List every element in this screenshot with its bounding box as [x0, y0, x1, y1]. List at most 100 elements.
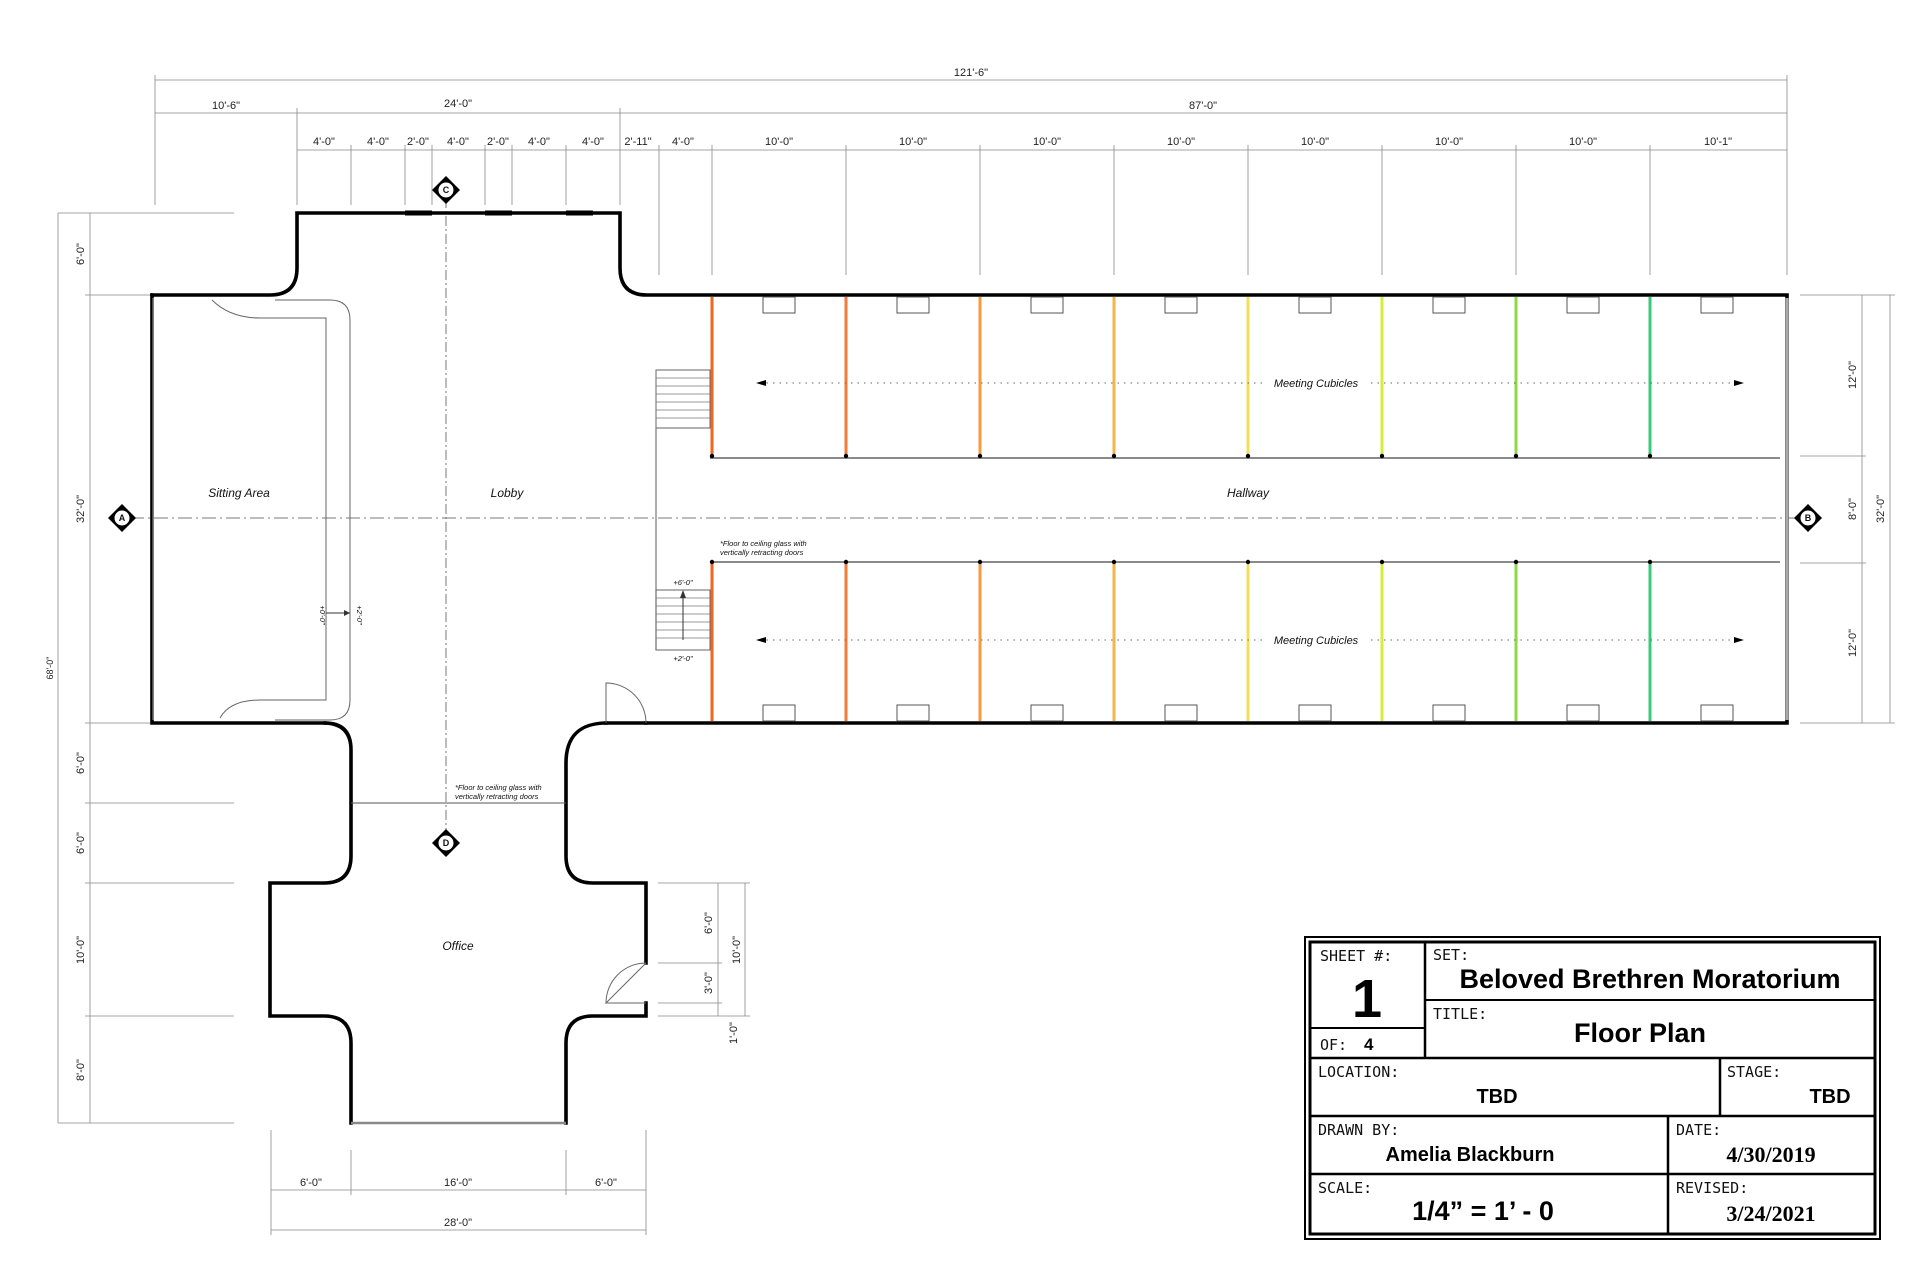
tb-scale-value: 1/4” = 1’ - 0	[1412, 1196, 1554, 1226]
dim-lobby-width: 24'-0"	[444, 98, 472, 110]
dim-right-seg-7: 10'-0"	[1301, 136, 1329, 148]
room-office: Office	[442, 939, 474, 953]
stairs-upper	[655, 369, 711, 429]
room-cubicles-top: Meeting Cubicles	[1274, 378, 1359, 390]
partition-post	[843, 453, 849, 459]
cubicle-seat-bottom-3	[1030, 704, 1064, 722]
dim-office-3: 3'-0"	[703, 972, 715, 994]
tb-stage-value: TBD	[1809, 1086, 1850, 1108]
exterior-walls	[150, 211, 1789, 1125]
room-lobby: Lobby	[491, 486, 525, 500]
note-office-glass-1: *Floor to ceiling glass with	[455, 783, 542, 792]
room-cubicles-bottom: Meeting Cubicles	[1274, 635, 1359, 647]
partition-post	[843, 559, 849, 565]
dim-right-seg-3: 10'-0"	[765, 136, 793, 148]
dim-bottom-seg-2: 16'-0"	[444, 1177, 472, 1189]
cubicle-seat-top-3	[1030, 296, 1064, 314]
dim-right-seg-9: 10'-0"	[1569, 136, 1597, 148]
dim-bottom-seg-3: 6'-0"	[595, 1177, 617, 1189]
dim-office-6: 6'-0"	[703, 912, 715, 934]
partition-post	[1647, 559, 1653, 565]
tb-of-number: 4	[1364, 1035, 1374, 1054]
dim-left-overall: 68'-0"	[45, 657, 55, 680]
tb-set-value: Beloved Brethren Moratorium	[1459, 964, 1840, 994]
ramp-level-a: +0'-0"	[318, 605, 327, 625]
section-lines	[130, 198, 1800, 843]
tb-revised-label: REVISED:	[1676, 1179, 1748, 1197]
room-hallway: Hallway	[1227, 486, 1270, 500]
cubicle-seat-top-2	[896, 296, 930, 314]
stairs-lower: +6'-0" +2'-0"	[655, 578, 711, 663]
dim-lobby-seg-2: 4'-0"	[367, 136, 389, 148]
tb-revised-value: 3/24/2021	[1726, 1201, 1815, 1226]
section-marker-a: A	[108, 504, 136, 532]
cubicle-seat-top-4	[1164, 296, 1198, 314]
dim-left-seg-6: 8'-0"	[75, 1059, 87, 1081]
partition-post	[1513, 453, 1519, 459]
dim-lobby-seg-6: 4'-0"	[528, 136, 550, 148]
office-door	[604, 962, 647, 1004]
dim-right-seg-8: 8'-0"	[1847, 498, 1859, 520]
cubicle-partitions	[709, 297, 1653, 721]
stair-level-bottom: +2'-0"	[673, 654, 693, 663]
dim-right-seg-1: 2'-11"	[624, 136, 651, 148]
dim-right-seg-10: 10'-1"	[1704, 136, 1732, 148]
dim-right-seg-5: 10'-0"	[1033, 136, 1061, 148]
section-marker-c: C	[432, 176, 460, 204]
section-marker-d: D	[432, 829, 460, 857]
cubicle-seat-bottom-5	[1298, 704, 1332, 722]
bottom-dimensions: 6'-0" 16'-0" 6'-0" 28'-0"	[270, 1130, 647, 1235]
section-marker-b: B	[1794, 504, 1822, 532]
note-office-glass-2: vertically retracting doors	[455, 792, 539, 801]
ramp-level-b: +2'-0"	[355, 605, 364, 625]
dim-bottom-seg-1: 6'-0"	[300, 1177, 322, 1189]
dim-left-seg-2: 32'-0"	[75, 495, 87, 523]
office-side-dimensions: 6'-0" 3'-0" 1'-0" 10'-0"	[658, 882, 750, 1044]
tb-stage-label: STAGE:	[1727, 1063, 1781, 1081]
dim-lobby-seg-1: 4'-0"	[313, 136, 335, 148]
cubicle-seat-top-1	[762, 296, 796, 314]
cubicle-seat-bottom-6	[1432, 704, 1466, 722]
dim-office-1: 1'-0"	[728, 1022, 740, 1044]
tb-set-label: SET:	[1433, 946, 1469, 964]
tb-sheet-number: 1	[1352, 969, 1382, 1029]
tb-date-value: 4/30/2019	[1726, 1142, 1815, 1167]
cubicle-arrows	[756, 380, 1744, 643]
partition-post	[977, 559, 983, 565]
dim-right-seg-12b: 12'-0"	[1847, 629, 1859, 657]
dim-lobby-seg-4: 4'-0"	[447, 136, 469, 148]
partition-post	[1647, 453, 1653, 459]
svg-text:B: B	[1805, 513, 1812, 523]
partition-post	[1245, 559, 1251, 565]
dim-lobby-seg-3: 2'-0"	[407, 136, 429, 148]
cubicle-seat-top-8	[1700, 296, 1734, 314]
title-block: SHEET #: 1 OF: 4 SET: Beloved Brethren M…	[1304, 936, 1881, 1240]
partition-post	[1379, 559, 1385, 565]
right-dimensions: 12'-0" 8'-0" 12'-0" 32'-0"	[1800, 294, 1895, 724]
svg-text:A: A	[119, 513, 126, 523]
cubicle-seat-bottom-2	[896, 704, 930, 722]
cubicle-seat-top-5	[1298, 296, 1332, 314]
partition-post	[1111, 559, 1117, 565]
left-dimensions: 68'-0" 6'-0" 32'-0" 6'-0" 6'-0" 10'-0" 8…	[45, 212, 234, 1124]
cubicle-seat-top-6	[1432, 296, 1466, 314]
cubicle-seat-bottom-1	[762, 704, 796, 722]
tb-date-label: DATE:	[1676, 1121, 1721, 1139]
dim-right-seg-12a: 12'-0"	[1847, 361, 1859, 389]
dim-lobby-seg-7: 4'-0"	[582, 136, 604, 148]
cubicle-seats	[762, 296, 1734, 722]
cubicle-seat-bottom-8	[1700, 704, 1734, 722]
partition-post	[709, 559, 715, 565]
svg-text:D: D	[443, 838, 450, 848]
tb-drawn-value: Amelia Blackburn	[1386, 1144, 1555, 1166]
cubicle-seat-bottom-4	[1164, 704, 1198, 722]
dim-left-seg-1: 6'-0"	[75, 243, 87, 265]
dim-right-seg-2: 4'-0"	[672, 136, 694, 148]
dim-left-seg-4: 6'-0"	[75, 832, 87, 854]
room-sitting-area: Sitting Area	[208, 486, 270, 500]
tb-of-label: OF:	[1320, 1036, 1347, 1054]
cubicle-seat-bottom-7	[1566, 704, 1600, 722]
dim-total-width: 121'-6"	[954, 67, 988, 79]
dim-right-width: 87'-0"	[1189, 100, 1217, 112]
partition-post	[1379, 453, 1385, 459]
